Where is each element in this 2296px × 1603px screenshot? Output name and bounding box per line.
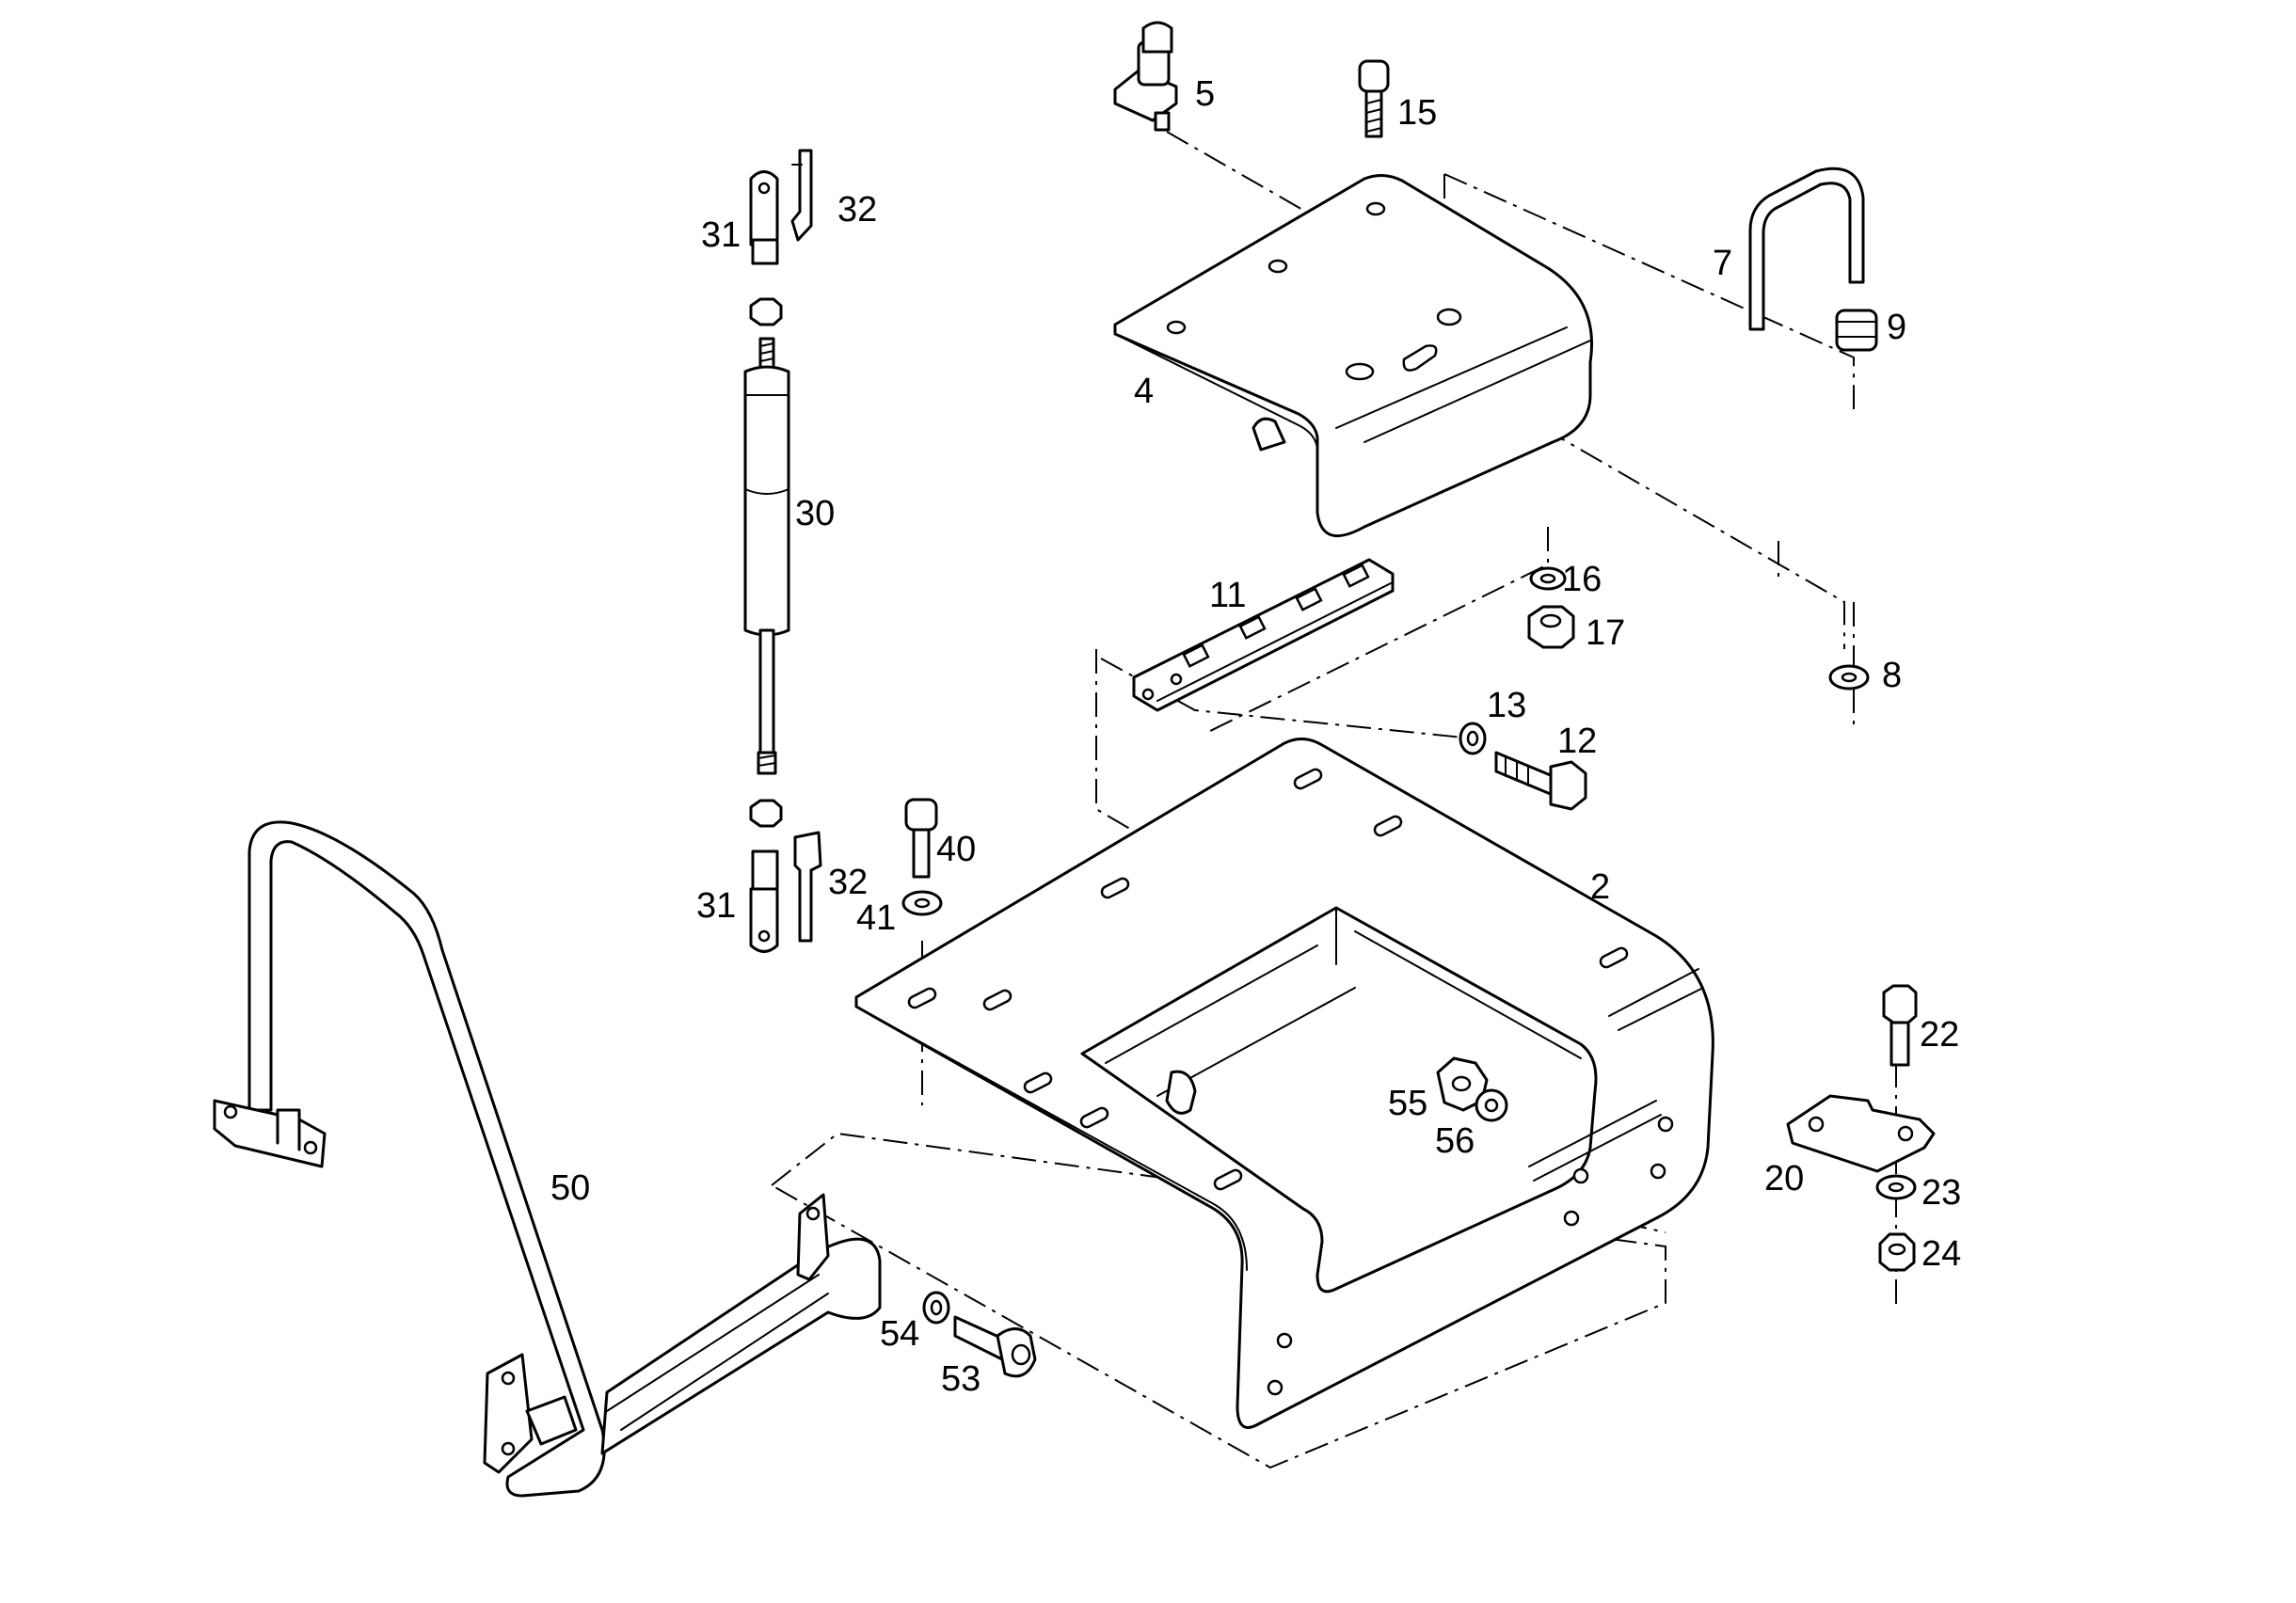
washer-part-23 bbox=[1875, 1174, 1917, 1200]
washer-part-13 bbox=[1459, 722, 1487, 755]
callout-24: 24 bbox=[1921, 1234, 1961, 1274]
callout-8: 8 bbox=[1882, 656, 1902, 695]
gas-spring-part-30 bbox=[743, 337, 790, 775]
callout-22: 22 bbox=[1920, 1015, 1959, 1055]
callout-12: 12 bbox=[1557, 722, 1597, 761]
callout-41: 41 bbox=[856, 898, 896, 938]
callout-16: 16 bbox=[1562, 560, 1602, 599]
nut-part-24 bbox=[1878, 1232, 1916, 1272]
callout-2: 2 bbox=[1590, 867, 1610, 907]
clevis-part-31-top bbox=[749, 170, 779, 265]
washer-part-16 bbox=[1529, 566, 1567, 591]
callout-56: 56 bbox=[1435, 1121, 1475, 1161]
callout-31-bottom: 31 bbox=[696, 886, 736, 926]
callout-40: 40 bbox=[936, 830, 976, 869]
callout-54: 54 bbox=[880, 1314, 919, 1354]
callout-9: 9 bbox=[1887, 308, 1906, 347]
screw-part-40 bbox=[904, 798, 938, 879]
bolt-part-53 bbox=[953, 1315, 1037, 1378]
clip-pin-part-32-top bbox=[790, 149, 813, 242]
clamp-plate-part-20 bbox=[1786, 1094, 1936, 1173]
hinge-rail-part-11 bbox=[1132, 558, 1395, 712]
washer-part-41 bbox=[901, 890, 943, 916]
nut-top-gas-spring bbox=[749, 297, 783, 326]
callout-17: 17 bbox=[1586, 613, 1625, 653]
grab-handle-part-50 bbox=[213, 820, 882, 1498]
callout-53: 53 bbox=[941, 1359, 981, 1399]
latch-part-5 bbox=[1113, 21, 1178, 132]
washer-part-8 bbox=[1828, 664, 1870, 690]
callout-32-top: 32 bbox=[837, 190, 877, 230]
screw-part-15 bbox=[1358, 59, 1390, 138]
callout-55: 55 bbox=[1388, 1084, 1427, 1123]
callout-4: 4 bbox=[1134, 372, 1154, 411]
washer-part-54 bbox=[922, 1291, 950, 1325]
nut-bottom-gas-spring bbox=[749, 799, 783, 828]
callout-13: 13 bbox=[1487, 686, 1526, 725]
clevis-part-31-bottom bbox=[749, 849, 779, 953]
callout-11: 11 bbox=[1209, 576, 1246, 615]
bushing-part-9 bbox=[1835, 309, 1878, 352]
clip-pin-part-32-bottom bbox=[793, 831, 822, 943]
nut-part-55 bbox=[1436, 1056, 1489, 1112]
bolt-part-22 bbox=[1882, 984, 1918, 1067]
callout-30: 30 bbox=[795, 494, 835, 533]
main-bracket-part-2 bbox=[854, 738, 1714, 1429]
bolt-part-12 bbox=[1494, 751, 1587, 811]
callout-5: 5 bbox=[1195, 74, 1215, 114]
callout-7: 7 bbox=[1713, 244, 1732, 283]
callout-50: 50 bbox=[550, 1168, 590, 1208]
cover-plate-part-4 bbox=[1113, 174, 1594, 537]
callout-23: 23 bbox=[1921, 1173, 1961, 1213]
washer-part-56 bbox=[1475, 1088, 1508, 1122]
callout-20: 20 bbox=[1764, 1159, 1804, 1198]
callout-15: 15 bbox=[1397, 93, 1437, 133]
callout-31-top: 31 bbox=[701, 215, 741, 255]
nut-part-17 bbox=[1527, 605, 1575, 649]
callout-32-bottom: 32 bbox=[828, 863, 868, 902]
callout-labels: 5 15 7 9 4 11 16 17 8 13 12 2 30 31 32 3… bbox=[550, 74, 1961, 1399]
u-bolt-part-7 bbox=[1748, 167, 1865, 331]
